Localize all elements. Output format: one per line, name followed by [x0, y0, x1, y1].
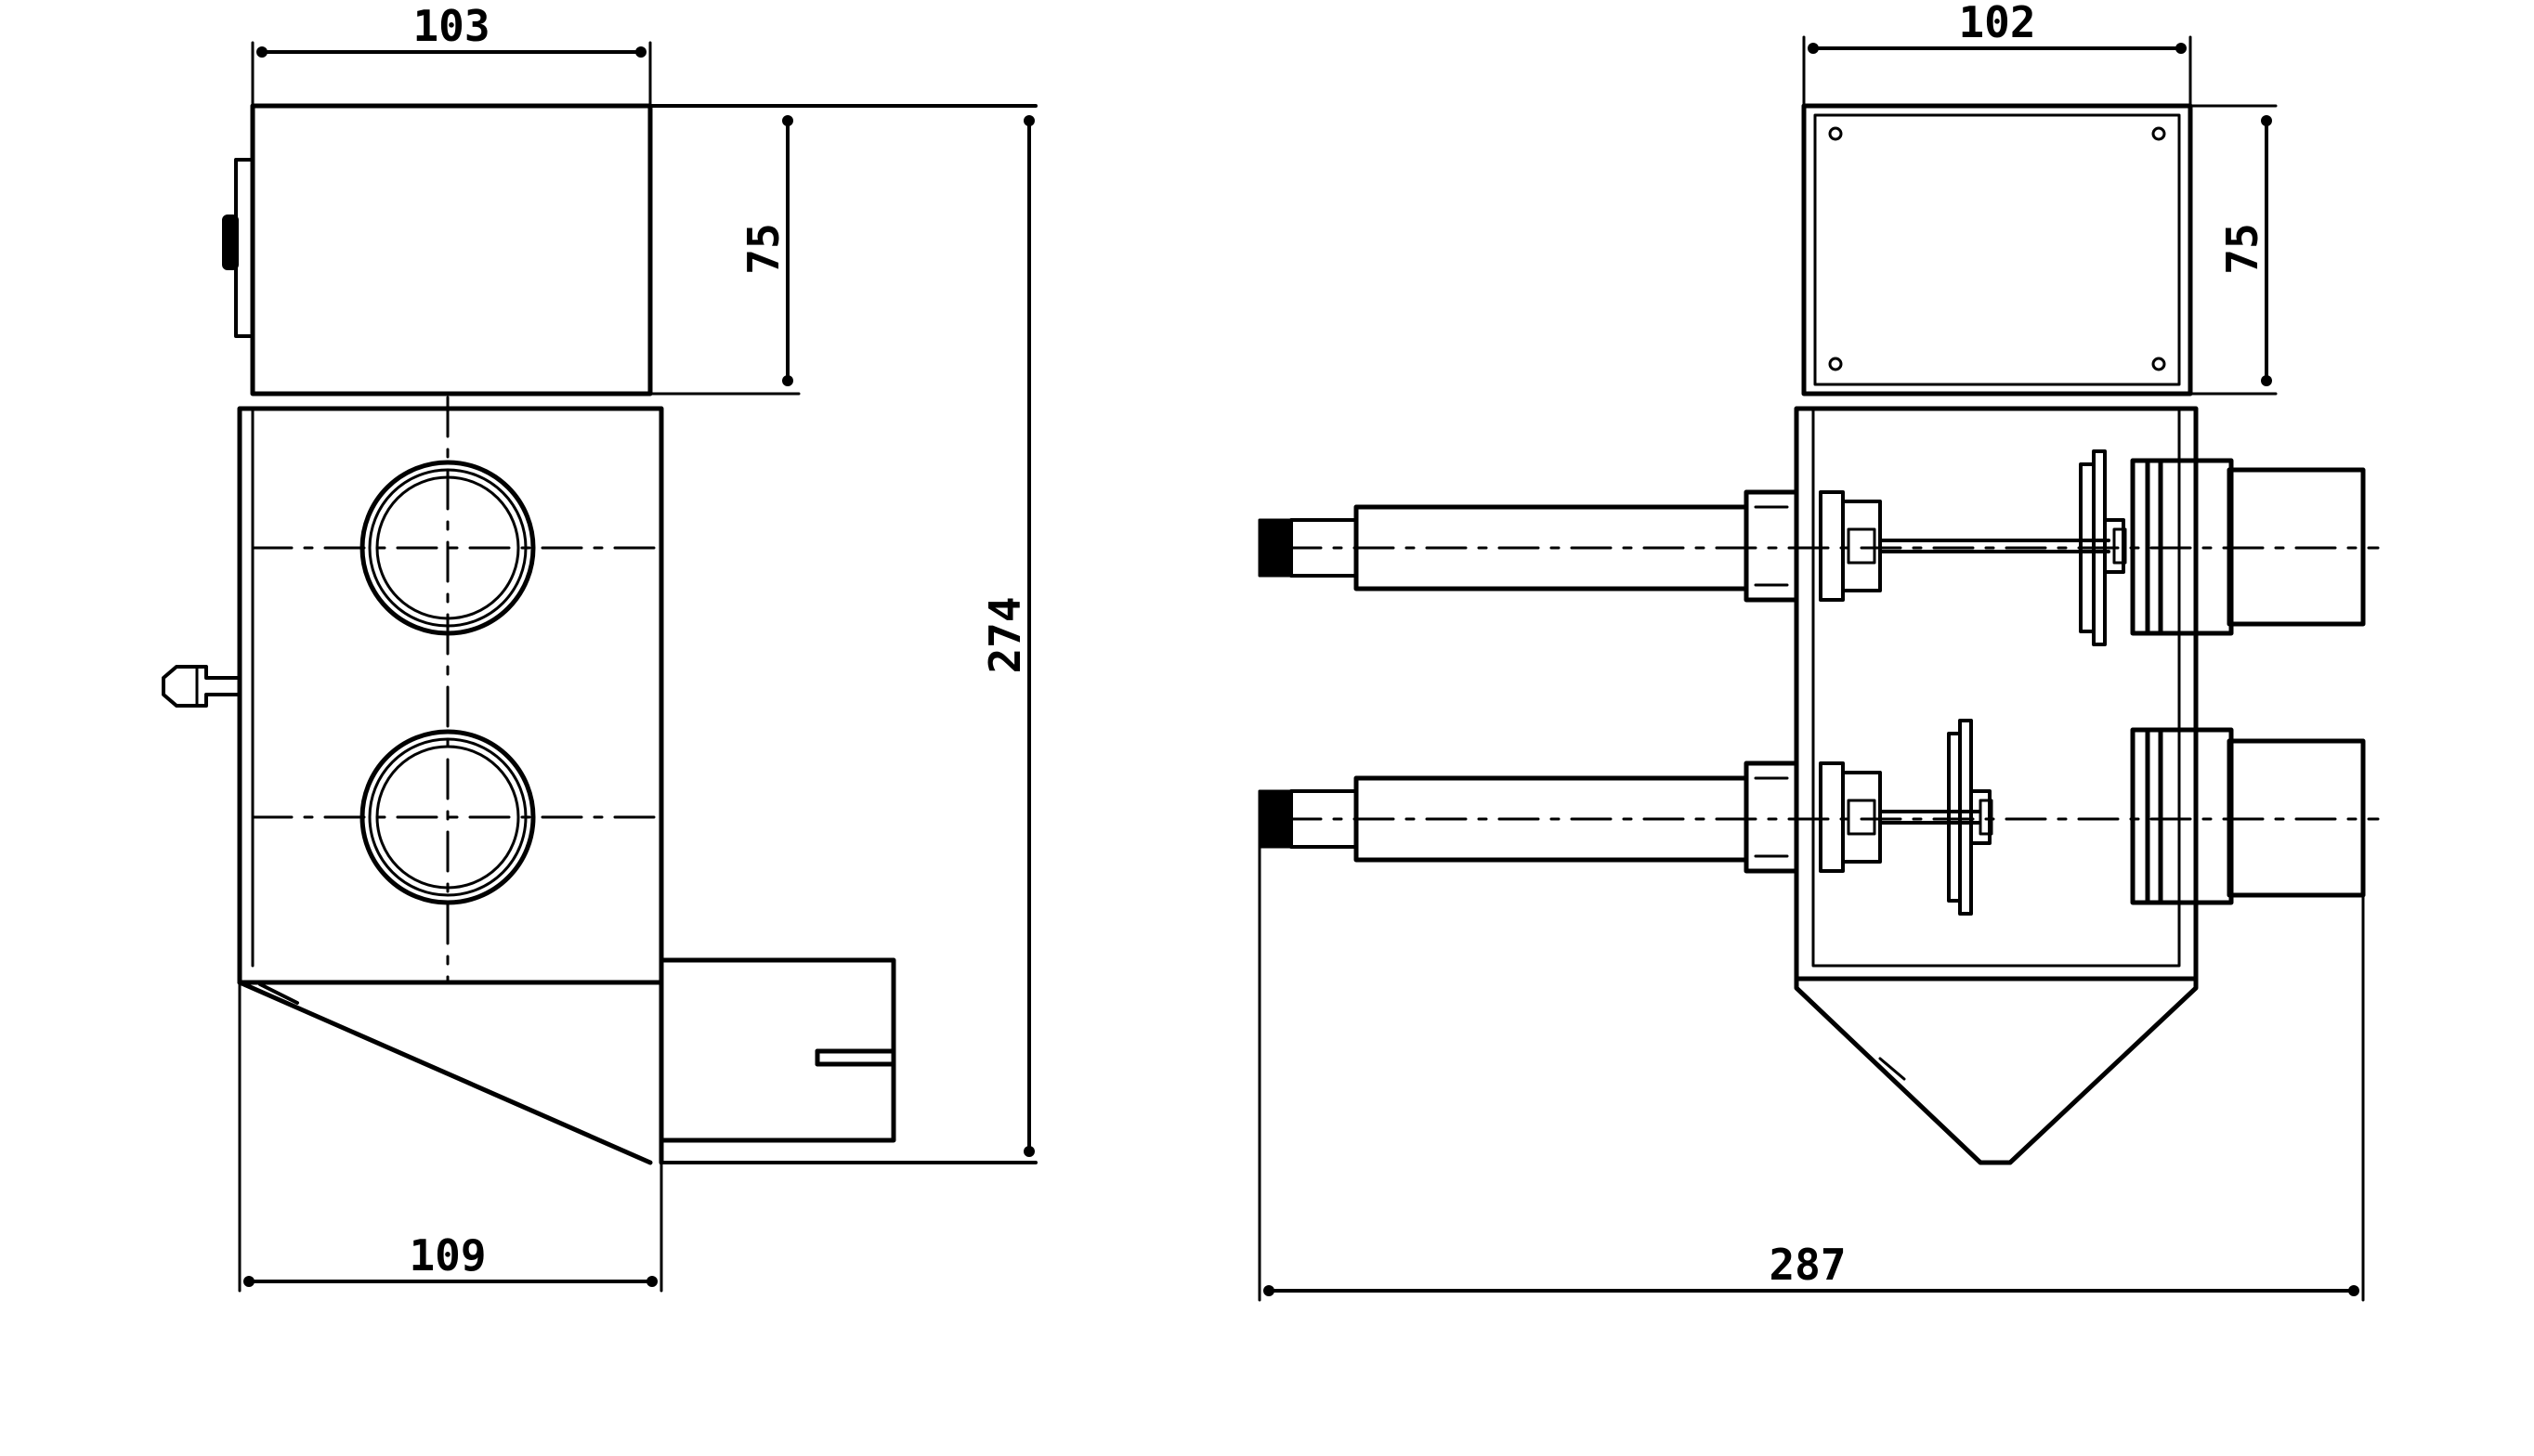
side-top-box — [250, 103, 653, 396]
side-view — [162, 41, 1038, 1293]
screw-icon — [1828, 126, 1843, 141]
dim-label-103: 103 — [412, 1, 490, 51]
front-centerlines — [1280, 546, 2380, 821]
side-switch-knob — [222, 214, 239, 270]
front-main-body — [1794, 406, 2199, 982]
front-top-box — [1801, 103, 2193, 396]
front-view — [1258, 35, 2380, 1302]
front-hopper — [1794, 976, 2199, 1165]
dim-label-274: 274 — [980, 596, 1030, 673]
screw-icon — [1828, 357, 1843, 371]
dim-label-287: 287 — [1769, 1240, 1846, 1290]
screw-icon — [2151, 357, 2166, 371]
dim-label-75-side: 75 — [738, 223, 789, 274]
lower-probe-assembly — [1258, 719, 2366, 916]
side-centerlines — [251, 396, 663, 984]
screw-icon — [2151, 126, 2166, 141]
probe-tip-icon — [1258, 789, 1293, 849]
side-nozzle — [162, 665, 242, 708]
dim-label-75-front: 75 — [2217, 223, 2267, 274]
side-hopper-slope — [237, 980, 653, 1165]
dim-label-102: 102 — [1958, 0, 2035, 47]
dim-label-109: 109 — [409, 1230, 486, 1280]
